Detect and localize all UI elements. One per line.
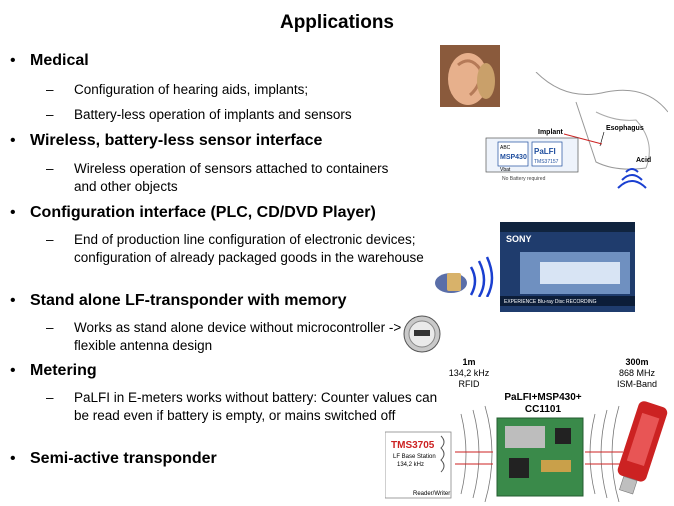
bluray-recorder-image: SONY EXPERIENCE Blu-ray Disc RECORDING — [500, 222, 635, 312]
sony-logo: SONY — [506, 234, 532, 244]
ism-type: ISM-Band — [617, 379, 657, 389]
acid-label: Acid — [636, 157, 651, 164]
svg-text:LF Base Station: LF Base Station — [393, 454, 436, 460]
board-label-2: CC1101 — [525, 404, 562, 415]
palfi-chip: PaLFI — [534, 147, 556, 156]
bullet-semi-active: •Semi-active transponder — [10, 450, 217, 467]
handheld-tag-image — [435, 256, 494, 297]
implant-diagram: Esophagus Acid Implant ABC MSP430 PaLFI … — [485, 72, 668, 189]
msp430-chip: MSP430 — [500, 154, 527, 161]
svg-text:TMS37157: TMS37157 — [534, 159, 559, 165]
reader-writer-label: Reader/Writer — [413, 491, 450, 497]
board-label-1: PaLFI+MSP430+ — [504, 392, 581, 403]
bluray-caption: EXPERIENCE Blu-ray Disc RECORDING — [504, 299, 597, 305]
tms3705-label: TMS3705 — [391, 440, 435, 451]
rfid-system-diagram: 1m 134,2 kHz RFID 300m 868 MHz ISM-Band … — [385, 357, 668, 502]
ism-frequency: 868 MHz — [619, 368, 656, 378]
hearing-aid-image — [440, 45, 500, 107]
ism-range: 300m — [625, 357, 648, 367]
no-battery-label: No Battery required — [502, 176, 546, 182]
rfid-range: 1m — [462, 357, 475, 367]
svg-text:Vbat: Vbat — [500, 167, 511, 173]
bullet-config-interface: •Configuration interface (PLC, CD/DVD Pl… — [10, 204, 376, 221]
slide-title: Applications — [279, 12, 394, 33]
svg-text:ABC: ABC — [500, 145, 511, 151]
bullet-medical: •Medical — [10, 52, 89, 69]
esophagus-label: Esophagus — [606, 125, 644, 132]
bullet-standalone: •Stand alone LF-transponder with memory — [10, 292, 347, 309]
base-station-box — [385, 431, 452, 499]
svg-text:134,2 kHz: 134,2 kHz — [397, 462, 424, 468]
bullet-wireless: •Wireless, battery-less sensor interface — [10, 132, 323, 149]
bullet-metering: •Metering — [10, 362, 97, 379]
rfid-frequency: 134,2 kHz — [449, 368, 490, 378]
implant-label: Implant — [538, 129, 564, 136]
rfid-type: RFID — [459, 379, 480, 389]
electricity-meter-image — [403, 315, 441, 353]
